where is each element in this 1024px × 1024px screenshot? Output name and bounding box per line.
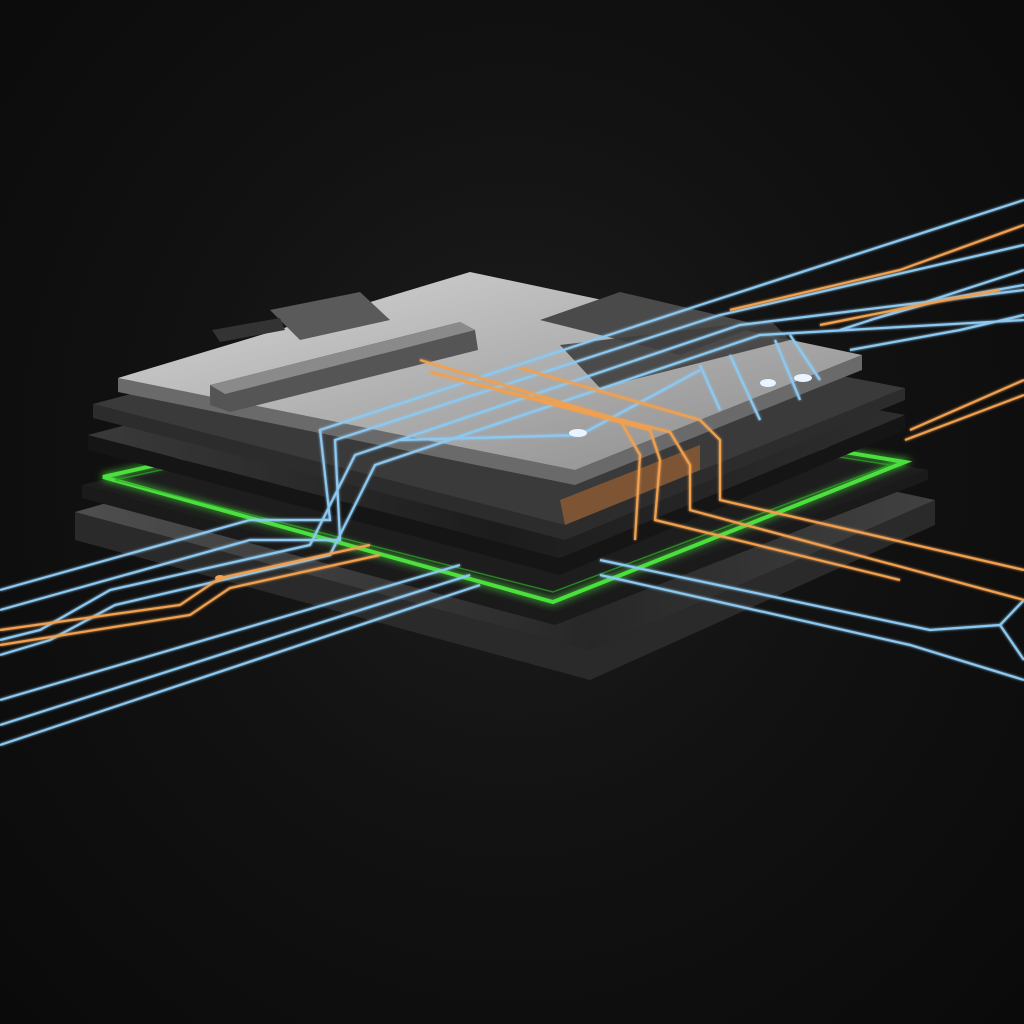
contact-points: [215, 374, 812, 581]
orange-traces: [0, 223, 1024, 647]
top-silver-plate: [118, 272, 862, 485]
blue-traces: [0, 198, 1024, 747]
